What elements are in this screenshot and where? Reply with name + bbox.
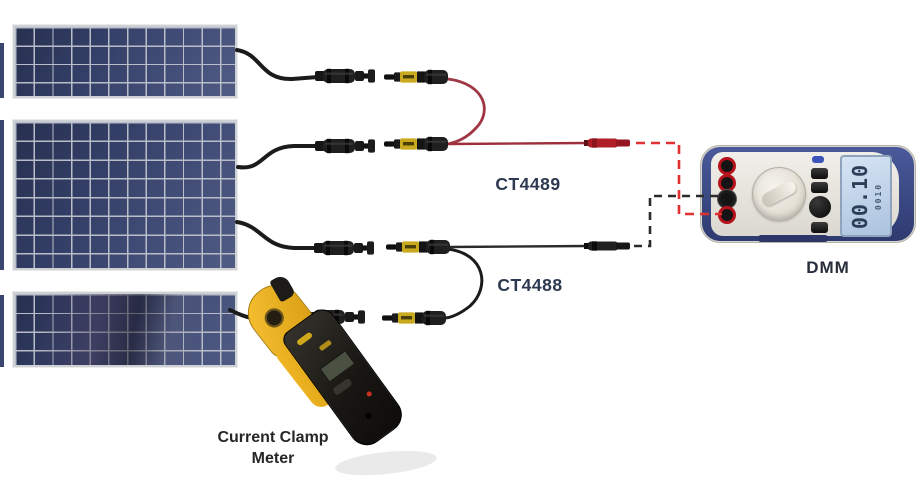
dmm-multimeter: 00.10 0010 <box>700 145 916 243</box>
panel-edge-strip-1 <box>0 43 4 98</box>
dmm-button-round <box>809 196 831 218</box>
solar-panel-3 <box>13 292 237 367</box>
panel2-wire-bottom <box>235 220 319 250</box>
red-banana-plug <box>584 138 630 148</box>
dmm-jack-red-1 <box>718 157 736 175</box>
black-dashed-lead <box>634 194 722 248</box>
ct4489-lead-wire <box>445 141 589 146</box>
panel1-wire <box>235 48 320 82</box>
label-clamp-line1: Current Clamp <box>217 429 329 446</box>
ct4488-loop-wire <box>445 247 484 320</box>
black-banana-plug <box>584 241 630 251</box>
label-ct4488: CT4488 <box>497 275 563 295</box>
dmm-grip <box>758 235 828 242</box>
red-dashed-lead <box>636 141 722 216</box>
dmm-button-blue <box>812 156 824 163</box>
label-clamp-line2: Meter <box>251 450 295 467</box>
label-ct4489: CT4489 <box>495 174 561 194</box>
ct4488-lead-wire <box>447 244 589 249</box>
panel-edge-strip-2 <box>0 120 4 270</box>
dmm-button-3 <box>811 222 828 233</box>
label-dmm: DMM <box>806 258 850 277</box>
dmm-button-2 <box>811 182 828 193</box>
dmm-rotary-dial <box>752 167 806 221</box>
dmm-lcd: 00.10 0010 <box>840 155 892 237</box>
panel2-wire-top <box>236 144 320 170</box>
ct4489-loop-wire <box>447 77 486 146</box>
label-clamp-meter: Current Clamp Meter <box>193 427 353 469</box>
dmm-button-1 <box>811 168 828 179</box>
solar-panel-2 <box>13 120 237 270</box>
panel-edge-strip-3 <box>0 295 4 367</box>
solar-panel-1 <box>13 25 237 98</box>
solar-panel-3-reflection <box>15 294 235 365</box>
